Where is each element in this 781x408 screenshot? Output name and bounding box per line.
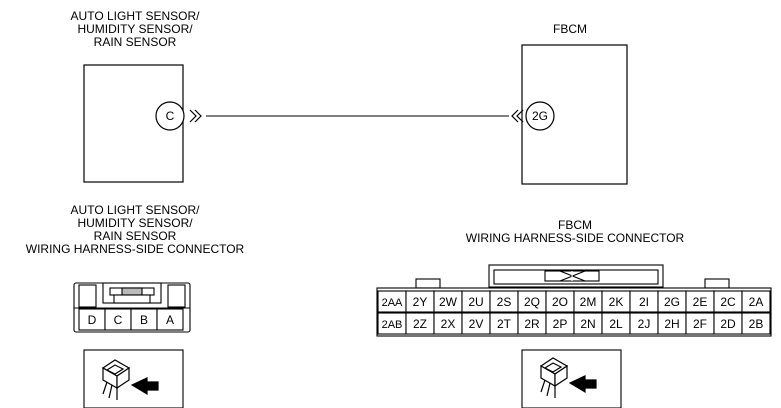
fbcm-connector-title-line: WIRING HARNESS-SIDE CONNECTOR: [465, 231, 685, 245]
fbcm-harness-connector-icon: [521, 349, 622, 408]
fbcm-pin-label: 2F: [693, 317, 707, 331]
fbcm-pin-label: 2Q: [524, 295, 540, 309]
fbcm-pin-label: 2Z: [413, 317, 427, 331]
fbcm-pin-label: 2AB: [382, 319, 403, 331]
fbcm-pin-label: 2C: [720, 295, 736, 309]
fbcm-title-text: FBCM: [553, 22, 587, 36]
fbcm-connector-title: FBCM WIRING HARNESS-SIDE CONNECTOR: [420, 219, 730, 245]
fbcm-pin-label: 2D: [720, 317, 736, 331]
fbcm-pin-cell: [741, 312, 771, 335]
fbcm-pin-label: 2L: [609, 317, 623, 331]
sensor-title-line: AUTO LIGHT SENSOR/: [70, 9, 200, 23]
sensor-connector-title: AUTO LIGHT SENSOR/ HUMIDITY SENSOR/ RAIN…: [0, 204, 270, 256]
sensor-terminal-label: C: [166, 109, 175, 123]
fbcm-pin-label: 2X: [441, 317, 456, 331]
sensor-pin-label: C: [114, 313, 123, 327]
fbcm-pin-label: 2S: [497, 295, 512, 309]
fbcm-pin-label: 2U: [468, 295, 483, 309]
fbcm-pin-label: 2B: [749, 317, 764, 331]
fbcm-pin-label: 2R: [524, 317, 540, 331]
fbcm-pin-label: 2Y: [413, 295, 428, 309]
fbcm-pin-label: 2O: [552, 295, 568, 309]
sensor-connector-title-line: AUTO LIGHT SENSOR/: [70, 203, 200, 217]
sensor-harness-connector-icon: [83, 349, 184, 408]
sensor-connector-title-line: WIRING HARNESS-SIDE CONNECTOR: [25, 242, 245, 256]
fbcm-terminal-circle: [525, 101, 555, 131]
fbcm-pin-label: 2N: [580, 317, 595, 331]
sensor-connector-chevron-icon: [189, 109, 202, 123]
fbcm-connector-chevron-icon: [511, 109, 524, 123]
fbcm-pin-label: 2I: [639, 295, 649, 309]
sensor-pin-label: D: [88, 313, 97, 327]
fbcm-pin-label: 2A: [749, 295, 764, 309]
fbcm-pin-label: 2AA: [382, 297, 403, 309]
fbcm-pin-cell: [741, 290, 771, 313]
fbcm-pin-label: 2P: [553, 317, 568, 331]
fbcm-pin-label: 2G: [664, 295, 680, 309]
sensor-title: AUTO LIGHT SENSOR/ HUMIDITY SENSOR/ RAIN…: [55, 10, 215, 49]
fbcm-pin-label: 2E: [693, 295, 708, 309]
insertion-arrow-icon: [130, 377, 159, 396]
fbcm-terminal-label: 2G: [532, 109, 548, 123]
sensor-pin-label: B: [140, 313, 148, 327]
fbcm-pin-label: 2W: [439, 295, 458, 309]
fbcm-title: FBCM: [530, 23, 610, 36]
fbcm-pin-label: 2J: [638, 317, 651, 331]
sensor-terminal-circle: [155, 101, 185, 131]
fbcm-pin-grid: 2AA 2Y 2W 2U 2S 2Q 2O 2M 2K 2I 2G 2E 2C 2A 2AB 2Z 2X 2V 2T…: [377, 290, 771, 335]
sensor-connector-title-line: RAIN SENSOR: [93, 229, 177, 243]
fbcm-connector-title-line: FBCM: [558, 218, 592, 232]
sensor-title-line: HUMIDITY SENSOR/: [77, 22, 193, 36]
fbcm-pin-label: 2H: [664, 317, 679, 331]
sensor-title-line: RAIN SENSOR: [93, 35, 177, 49]
insertion-arrow-icon: [568, 375, 597, 394]
fbcm-pin-label: 2V: [469, 317, 484, 331]
sensor-pin-label: A: [166, 313, 174, 327]
fbcm-pin-label: 2M: [580, 295, 597, 309]
fbcm-pin-label: 2T: [497, 317, 512, 331]
fbcm-pin-label: 2K: [609, 295, 624, 309]
sensor-connector-title-line: HUMIDITY SENSOR/: [77, 216, 193, 230]
sensor-pin-cells: D C B A: [78, 308, 184, 331]
